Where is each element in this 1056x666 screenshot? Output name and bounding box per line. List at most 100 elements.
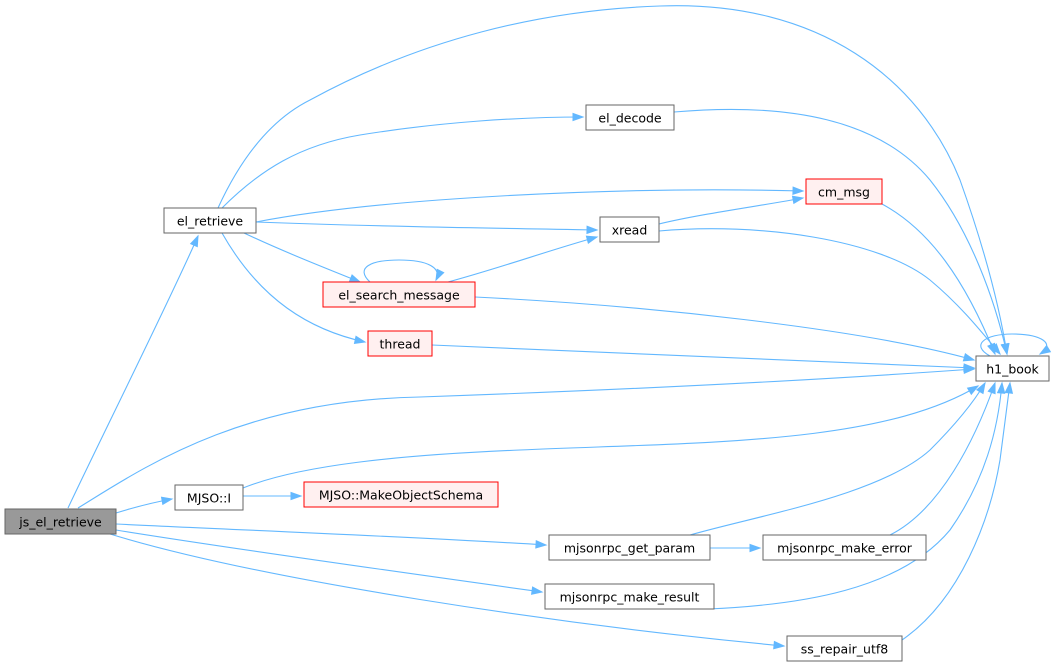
edge-thread-to-h1-book bbox=[431, 344, 976, 372]
node-el-retrieve[interactable]: el_retrieve bbox=[163, 207, 257, 234]
node-cm-msg[interactable]: cm_msg bbox=[805, 178, 883, 205]
edge-arrowhead bbox=[962, 353, 976, 362]
edge-arrowhead bbox=[348, 274, 362, 283]
nodes-layer: js_el_retrieve el_retrieve el_decode cm_msg… bbox=[4, 104, 1050, 662]
node-label: el_retrieve bbox=[177, 214, 244, 229]
edge-line bbox=[707, 382, 1003, 610]
edge-line bbox=[658, 228, 1001, 355]
edge-arrowhead bbox=[290, 491, 303, 501]
edge-el-decode-to-h1-book bbox=[673, 108, 1009, 356]
node-label: el_search_message bbox=[338, 288, 460, 303]
edge-arrowhead bbox=[749, 543, 762, 553]
edge-el-retrieve-to-el-search-message bbox=[243, 232, 362, 283]
node-box[interactable] bbox=[544, 583, 715, 610]
node-el-search-message[interactable]: el_search_message bbox=[322, 281, 476, 308]
node-box[interactable] bbox=[163, 207, 257, 234]
edge-line bbox=[109, 533, 785, 647]
node-mjso-make-object-schema[interactable]: MJSO::MakeObjectSchema bbox=[303, 481, 499, 508]
node-mjsonrpc-get-param[interactable]: mjsonrpc_get_param bbox=[548, 534, 711, 561]
edge-el-retrieve-to-thread bbox=[221, 232, 367, 344]
node-label: ss_repair_utf8 bbox=[801, 642, 889, 657]
node-box[interactable] bbox=[975, 355, 1050, 382]
edge-line bbox=[881, 203, 996, 355]
edge-ss-repair-utf8-to-h1-book bbox=[901, 381, 1014, 641]
edge-arrowhead bbox=[586, 225, 599, 235]
node-mjso-i[interactable]: MJSO::I bbox=[174, 484, 244, 511]
edges-layer bbox=[67, 5, 1052, 650]
node-box[interactable] bbox=[762, 534, 927, 561]
edge-line bbox=[673, 108, 1008, 355]
node-box[interactable] bbox=[548, 534, 711, 561]
node-ss-repair-utf8[interactable]: ss_repair_utf8 bbox=[786, 635, 903, 662]
node-box[interactable] bbox=[805, 178, 883, 205]
edge-el-retrieve-to-el-decode bbox=[221, 112, 585, 209]
edge-js-el-retrieve-to-el-retrieve bbox=[67, 234, 199, 509]
edge-arrowhead bbox=[987, 381, 996, 395]
edge-line bbox=[889, 382, 996, 536]
node-label: h1_book bbox=[986, 362, 1039, 377]
node-label: MJSO::I bbox=[187, 491, 231, 506]
node-label: mjsonrpc_make_result bbox=[560, 590, 700, 605]
node-xread[interactable]: xread bbox=[599, 216, 660, 243]
node-mjsonrpc-make-error[interactable]: mjsonrpc_make_error bbox=[762, 534, 927, 561]
edge-arrowhead bbox=[353, 335, 367, 344]
edge-line bbox=[221, 232, 366, 343]
edge-line bbox=[658, 197, 804, 225]
edge-el-search-message-to-h1-book bbox=[474, 296, 976, 362]
node-box[interactable] bbox=[599, 216, 660, 243]
edge-line bbox=[217, 5, 1008, 355]
edge-arrowhead bbox=[535, 540, 548, 549]
node-h1-book[interactable]: h1_book bbox=[975, 355, 1050, 382]
edge-line bbox=[447, 236, 598, 283]
node-box[interactable] bbox=[585, 104, 675, 131]
edge-js-el-retrieve-to-mjso-i bbox=[115, 496, 174, 514]
node-label: js_el_retrieve bbox=[18, 515, 102, 530]
edge-arrowhead bbox=[792, 186, 805, 196]
node-box[interactable] bbox=[4, 508, 117, 535]
edge-arrowhead bbox=[963, 363, 976, 372]
node-label: thread bbox=[380, 337, 421, 352]
edge-line bbox=[255, 189, 804, 223]
edge-arrowhead bbox=[189, 234, 199, 248]
node-label: mjsonrpc_make_error bbox=[777, 541, 913, 556]
edge-line bbox=[77, 368, 975, 509]
node-el-decode[interactable]: el_decode bbox=[585, 104, 675, 131]
edge-arrowhead bbox=[160, 496, 174, 506]
edge-el-retrieve-to-xread bbox=[255, 221, 599, 235]
edge-arrowhead bbox=[975, 381, 986, 395]
node-label: mjsonrpc_get_param bbox=[564, 541, 695, 556]
node-js-el-retrieve[interactable]: js_el_retrieve bbox=[4, 508, 117, 535]
edge-arrowhead bbox=[531, 586, 544, 595]
edge-xread-to-h1-book bbox=[658, 228, 1001, 356]
edge-mjsonrpc-get-param-to-h1-book bbox=[689, 381, 986, 536]
node-label: cm_msg bbox=[818, 185, 870, 200]
node-box[interactable] bbox=[322, 281, 476, 308]
edge-arrowhead bbox=[966, 385, 980, 396]
edge-line bbox=[115, 523, 547, 546]
edge-arrowhead bbox=[572, 112, 585, 122]
node-box[interactable] bbox=[303, 481, 499, 508]
edge-arrowhead bbox=[996, 381, 1006, 394]
edge-mjso-i-to-h1-book bbox=[242, 385, 980, 489]
node-mjsonrpc-make-result[interactable]: mjsonrpc_make_result bbox=[544, 583, 715, 610]
node-box[interactable] bbox=[786, 635, 903, 662]
edge-arrowhead bbox=[1000, 342, 1009, 356]
node-box[interactable] bbox=[367, 330, 433, 357]
edge-js-el-retrieve-to-mjsonrpc-get-param bbox=[115, 523, 548, 549]
node-label: MJSO::MakeObjectSchema bbox=[319, 488, 483, 503]
edge-line bbox=[474, 296, 975, 361]
edge-el-search-message-to-el-search-message bbox=[363, 259, 445, 283]
edge-mjsonrpc-make-error-to-h1-book bbox=[889, 381, 996, 536]
node-thread[interactable]: thread bbox=[367, 330, 433, 357]
edge-line bbox=[689, 382, 986, 536]
node-box[interactable] bbox=[174, 484, 244, 511]
edge-line bbox=[255, 221, 598, 231]
edge-line bbox=[221, 116, 584, 209]
edge-line bbox=[115, 529, 543, 593]
edge-js-el-retrieve-to-mjsonrpc-make-result bbox=[115, 529, 544, 595]
edge-xread-to-cm-msg bbox=[658, 195, 805, 225]
edge-mjsonrpc-make-result-to-h1-book bbox=[707, 381, 1006, 610]
edge-arrowhead bbox=[773, 640, 786, 650]
edge-mjso-i-to-mjso-make-object-schema bbox=[243, 491, 303, 501]
